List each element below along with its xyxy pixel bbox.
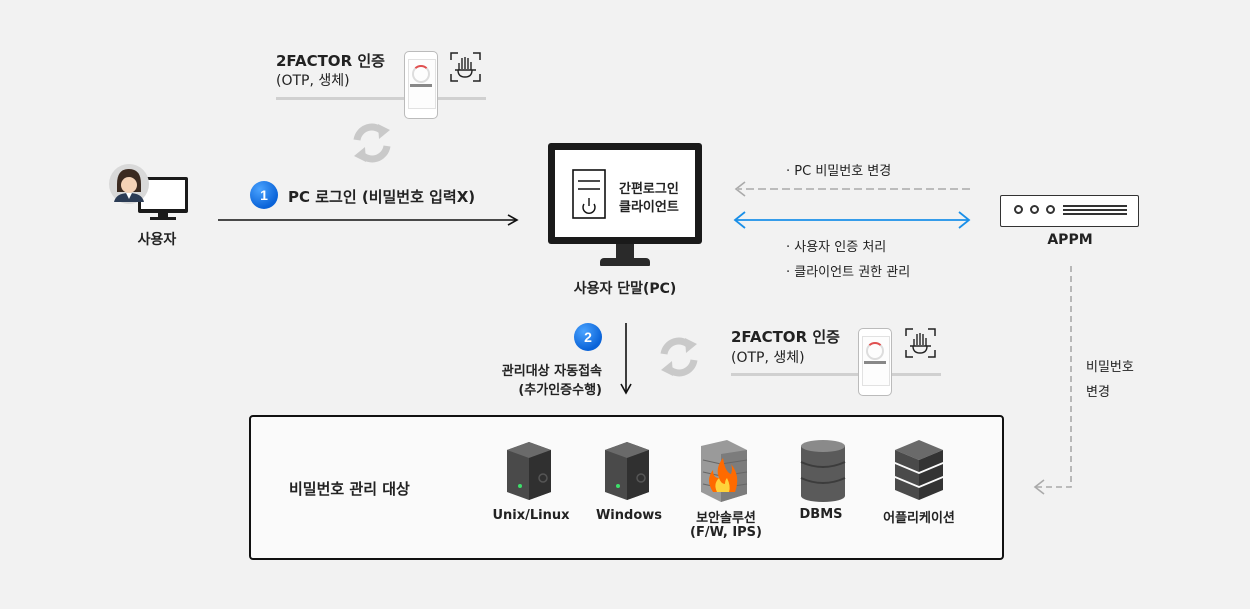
mid-biometric-hand-icon [905,328,936,358]
pw-change-line2: 변경 [1086,385,1110,400]
targets-title: 비밀번호 관리 대상 [289,480,410,498]
target-app-label: 어플리케이션 [883,511,955,526]
appm-label: APPM [1047,232,1093,248]
mid-refresh-icon [660,337,698,377]
step2-line1: 관리대상 자동접속 [501,364,602,379]
application-server-icon [895,440,943,500]
target-security-label: 보안솔루션 [696,511,756,526]
step1-badge: 1 [250,181,278,209]
client-screen-line2: 클라이언트 [619,200,679,215]
monitor-base [600,258,650,266]
client-label: 사용자 단말(PC) [573,281,677,297]
mid-factor-sub: (OTP, 생체) [731,350,805,366]
target-windows-label: Windows [595,508,663,523]
step1-label: PC 로그인 (비밀번호 입력X) [288,188,476,206]
monitor-stand [616,244,634,258]
mid-phone-icon [858,328,892,396]
targets-icons [507,440,943,502]
appm-server-icon [1000,195,1139,227]
client-screen-line1: 간편로그인 [619,182,679,197]
mid-factor-title: 2FACTOR 인증 [731,328,840,346]
client-monitor-icon: 간편로그인 클라이언트 [548,143,702,244]
mid-factor-rule [731,373,941,376]
power-device-icon [572,169,606,219]
top-phone-icon [404,51,438,119]
unix-server-icon [507,442,551,500]
top-refresh-icon [353,123,391,163]
top-factor-sub: (OTP, 생체) [276,73,350,89]
appm-to-targets-arrow [1036,266,1072,488]
step2-line2: (추가인증수행) [518,383,602,398]
firewall-icon [701,440,748,502]
target-security-sub-label: (F/W, IPS) [690,525,762,540]
user-avatar-icon [109,164,149,204]
user-monitor-icon [138,177,188,220]
note-user-auth: · 사용자 인증 처리 [786,240,887,255]
step2-badge: 2 [574,323,602,351]
note-client-perm: · 클라이언트 권한 관리 [786,265,911,280]
pw-change-line1: 비밀번호 [1086,360,1134,375]
target-unix-label: Unix/Linux [492,508,570,523]
top-factor-title: 2FACTOR 인증 [276,52,385,70]
top-biometric-hand-icon [450,52,481,82]
target-dbms-label: DBMS [799,507,843,522]
top-factor-rule [276,97,486,100]
dbms-icon [800,440,846,502]
user-label: 사용자 [137,232,177,248]
windows-server-icon [605,442,649,500]
note-pc-pw-change: · PC 비밀번호 변경 [786,164,892,179]
